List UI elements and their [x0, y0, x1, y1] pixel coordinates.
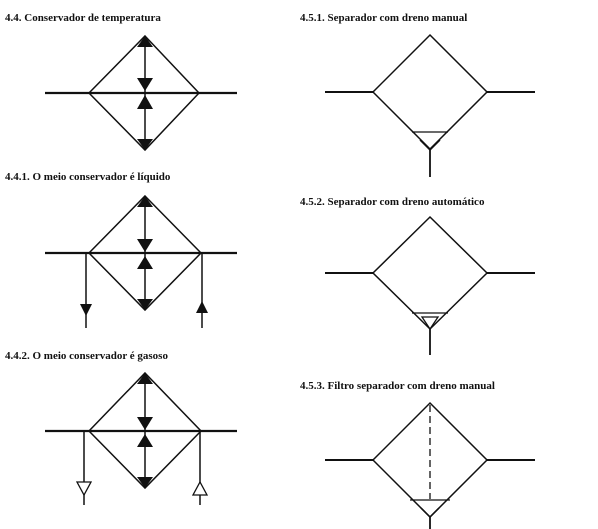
caption-separator-manual-drain: 4.5.1. Separador com dreno manual: [300, 12, 468, 24]
lower-arrow-icon: [137, 256, 153, 269]
outlet-filled-arrow-icon: [80, 304, 92, 316]
drain-left-branch: [420, 507, 431, 518]
caption-filter-separator-manual-drain: 4.5.3. Filtro separador com dreno manual: [300, 380, 495, 392]
upper-arrow-icon: [137, 417, 153, 430]
drain-left-branch: [419, 139, 431, 151]
lower-arrow-icon: [137, 434, 153, 447]
outlet-open-arrow-icon: [75, 481, 93, 497]
bottom-filled-triangle-icon: [137, 477, 153, 488]
upper-arrow-icon: [137, 78, 153, 91]
drain-right-branch: [429, 507, 440, 518]
caption-separator-automatic-drain: 4.5.2. Separador com dreno automático: [300, 196, 485, 208]
top-filled-triangle-icon: [137, 36, 153, 47]
inlet-filled-arrow-icon: [196, 301, 208, 313]
caption-liquid-medium: 4.4.1. O meio conservador é líquido: [5, 171, 171, 183]
bottom-filled-triangle-icon: [137, 139, 153, 150]
float-valve-icon: [420, 316, 440, 331]
top-filled-triangle-icon: [137, 373, 153, 384]
top-filled-triangle-icon: [137, 196, 153, 207]
caption-gaseous-medium: 4.4.2. O meio conservador é gasoso: [5, 350, 168, 362]
bottom-filled-triangle-icon: [137, 299, 153, 310]
caption-temperature-conditioner: 4.4. Conservador de temperatura: [5, 12, 161, 24]
drain-right-branch: [429, 139, 441, 151]
upper-arrow-icon: [137, 239, 153, 252]
inlet-open-arrow-icon: [191, 480, 209, 496]
lower-arrow-icon: [137, 95, 153, 109]
